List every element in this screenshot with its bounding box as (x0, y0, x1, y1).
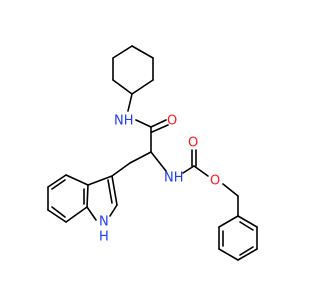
bond (112, 45, 133, 59)
bond (131, 79, 154, 95)
amide-nh-label: NH (114, 114, 134, 129)
bond (237, 215, 258, 228)
bond (111, 175, 118, 206)
carbamate-nh-label: NH (164, 171, 184, 186)
indole-ring (47, 174, 118, 223)
bond (112, 79, 133, 95)
bond (237, 248, 258, 261)
bond (222, 183, 239, 197)
bond (150, 151, 167, 172)
ester-oxygen-label: O (210, 174, 220, 189)
bond (86, 206, 97, 221)
bond (65, 174, 89, 186)
bond (193, 165, 209, 177)
bond (51, 179, 66, 190)
bond (239, 221, 254, 231)
bond (131, 45, 154, 59)
bond (107, 179, 113, 204)
molecule-canvas: NH O NH O O N H (47, 45, 258, 261)
bond (87, 175, 113, 186)
bond (111, 162, 131, 177)
indole-hydrogen-label: H (99, 230, 109, 245)
bond (86, 184, 89, 208)
cyclohexyl-ring (112, 45, 154, 95)
bond (151, 124, 169, 133)
indole-nitrogen-label: N (99, 215, 109, 230)
bond (182, 165, 195, 174)
bond (109, 204, 118, 217)
bond (65, 206, 88, 223)
bond (127, 93, 133, 112)
bond (129, 151, 152, 164)
bond (51, 206, 66, 218)
bond (47, 209, 67, 223)
bond (239, 246, 254, 256)
bond (218, 248, 239, 261)
bond (150, 119, 167, 128)
bond (47, 174, 67, 188)
phenyl-ring (218, 215, 258, 261)
bond (135, 119, 152, 128)
bonds (47, 45, 258, 261)
amide-oxygen-label: O (167, 114, 177, 129)
atom-labels: NH O NH O O N H (99, 114, 220, 245)
molecule-structure: NH O NH O O N H (47, 45, 258, 261)
carbamate-oxygen-label: O (188, 136, 198, 151)
bond (218, 215, 239, 228)
